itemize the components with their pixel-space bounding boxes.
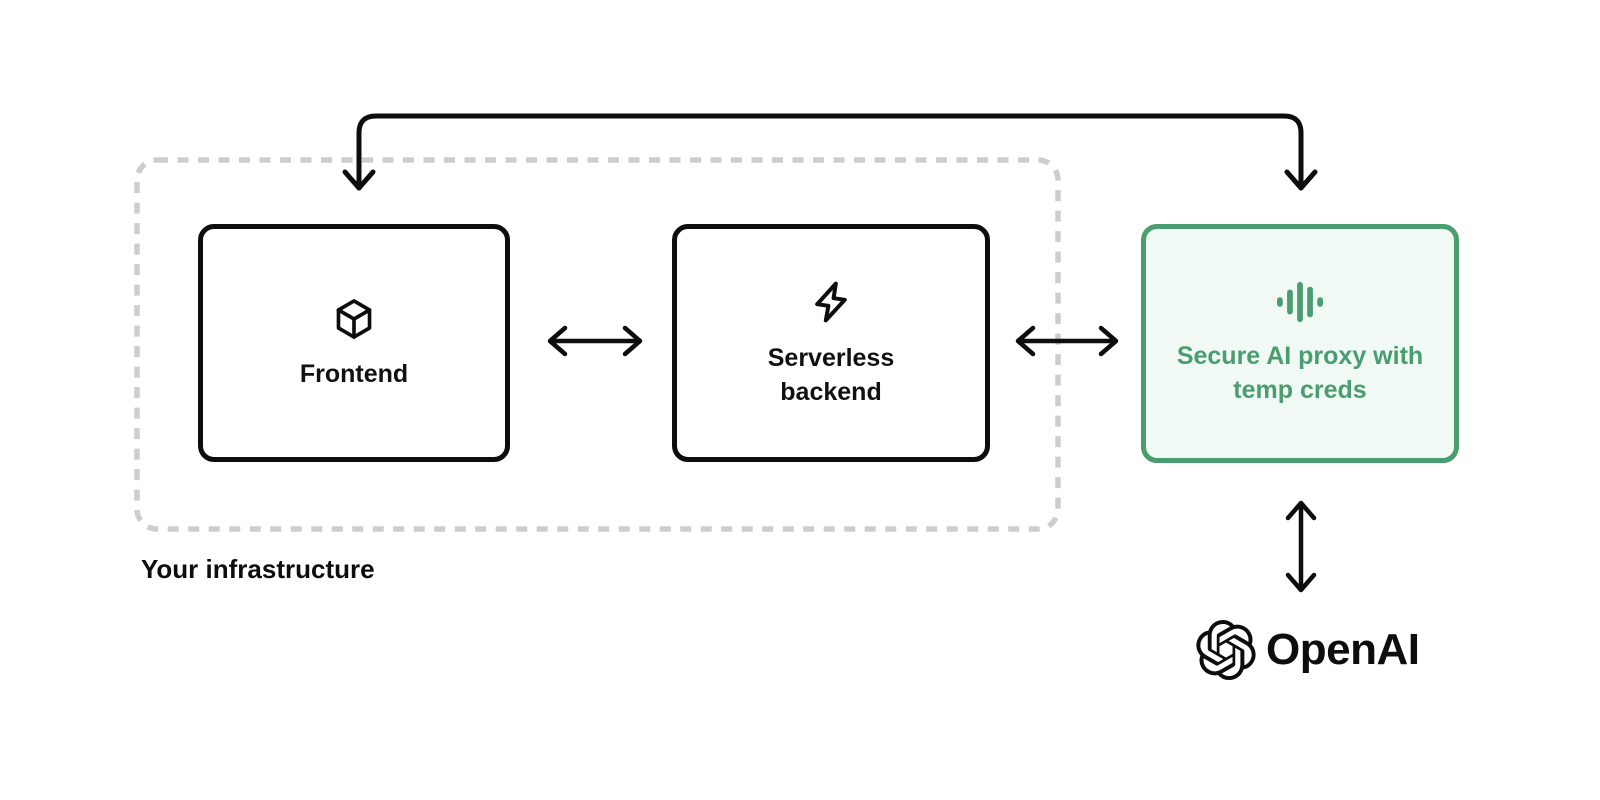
- node-frontend: Frontend: [198, 224, 510, 462]
- node-serverless-backend-label: Serverless backend: [767, 343, 895, 406]
- node-frontend-label: Frontend: [299, 359, 409, 388]
- arrow-proxy-openai: [1285, 500, 1317, 593]
- arrow-serverless-proxy: [1015, 325, 1119, 357]
- infrastructure-caption: Your infrastructure: [141, 554, 375, 584]
- openai-wordmark: OpenAI: [1266, 625, 1420, 674]
- arrow-frontend-serverless: [547, 325, 643, 357]
- cube-icon: [336, 298, 372, 339]
- node-secure-ai-proxy: Secure AI proxy with temp creds: [1141, 224, 1459, 463]
- openai-logo: OpenAI: [1196, 620, 1420, 680]
- node-serverless-backend: Serverless backend: [672, 224, 990, 462]
- node-secure-ai-proxy-label: Secure AI proxy with temp creds: [1176, 342, 1424, 404]
- arrow-frontend-to-proxy-top: [342, 113, 1318, 191]
- lightning-bolt-icon: [815, 281, 847, 322]
- openai-logo-icon: [1196, 620, 1256, 680]
- audio-waveform-icon: [1277, 281, 1323, 323]
